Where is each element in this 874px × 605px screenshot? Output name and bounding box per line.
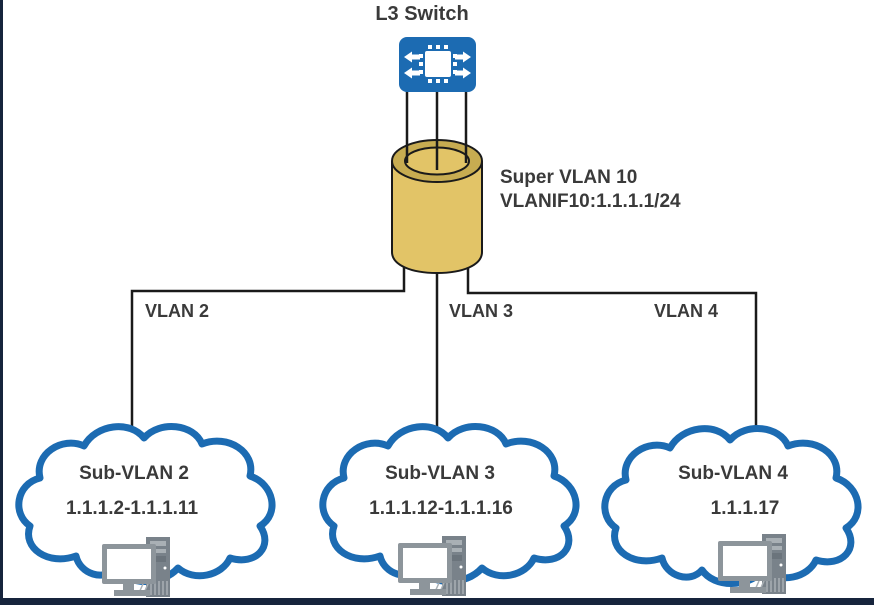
pc-icon-subvlan2 — [101, 536, 171, 598]
subvlan4-range: 1.1.1.17 — [710, 498, 780, 519]
l3-switch-icon — [399, 37, 476, 92]
link-label-vlan2: VLAN 2 — [145, 301, 210, 321]
pc-icon-subvlan3 — [397, 535, 467, 597]
link-label-vlan4: VLAN 4 — [654, 301, 719, 321]
link-label-vlan3: VLAN 3 — [449, 301, 514, 321]
subvlan4-name: Sub-VLAN 4 — [678, 463, 788, 484]
link-vlan4-line — [466, 255, 758, 428]
super-vlan-name: Super VLAN 10 — [500, 167, 638, 188]
left-border — [0, 0, 3, 605]
link-vlan2-line — [130, 255, 406, 428]
subvlan2-range: 1.1.1.2-1.1.1.11 — [65, 498, 199, 519]
super-vlan-interface: VLANIF10:1.1.1.1/24 — [500, 191, 681, 212]
vlan-links — [130, 255, 758, 430]
super-vlan-label: Super VLAN 10 VLANIF10:1.1.1.1/24 — [500, 166, 681, 214]
subvlan2-name: Sub-VLAN 2 — [79, 463, 189, 484]
bottom-border — [0, 598, 874, 605]
subvlan3-range: 1.1.1.12-1.1.1.16 — [369, 498, 513, 519]
subvlan3-name: Sub-VLAN 3 — [385, 463, 495, 484]
switch-to-cylinder-lines — [405, 90, 468, 170]
switch-title: L3 Switch — [375, 3, 469, 25]
